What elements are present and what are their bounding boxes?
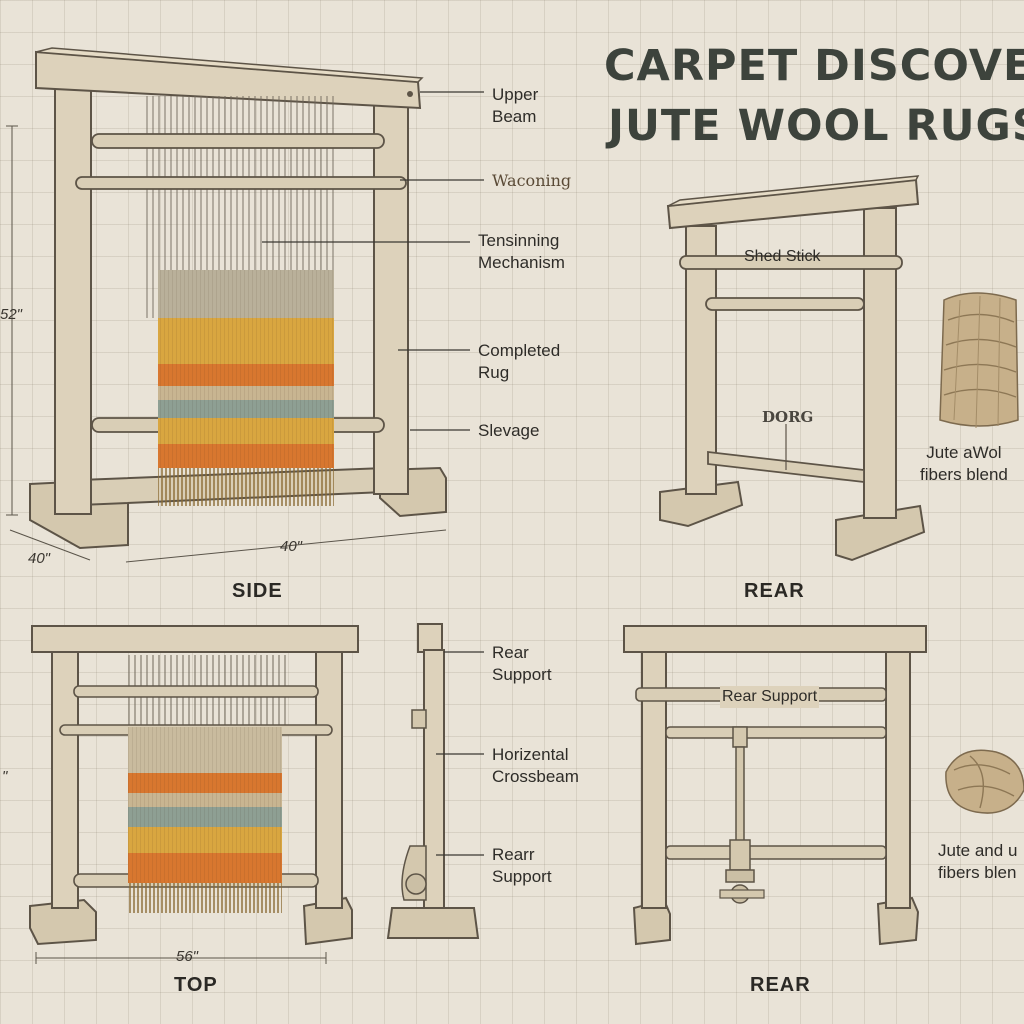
rear-view-top-loom [659, 175, 926, 562]
side-profile-leaders [436, 651, 484, 856]
callout-tension-line-1: Tensinning [478, 231, 560, 250]
dimension-width-side: 40" [280, 538, 303, 555]
callout-rear-support-1-line-1: Rear [492, 643, 529, 662]
rear-view-bottom-loom [623, 625, 927, 946]
dimension-height-top: " [2, 768, 8, 785]
callout-selvage: Slevage [478, 421, 540, 440]
callout-tensioning-mechanism: Tensinning Mechanism [478, 230, 565, 274]
view-label-rear-bottom: REAR [750, 974, 811, 996]
top-view-loom [29, 625, 359, 946]
callout-completed-line-2: Rug [478, 363, 510, 382]
callout-upper-beam-line-2: Beam [492, 107, 537, 126]
callout-rear-support-2-line-2: Support [492, 867, 552, 886]
callout-shed-stick: Shed Stick [744, 248, 821, 265]
view-label-top: TOP [174, 974, 218, 996]
callout-rear-support-2: Rearr Support [492, 844, 552, 888]
callout-jute-wool-bottom: Jute and u fibers blen [938, 840, 1017, 884]
side-view-dimensions [6, 125, 447, 563]
callout-warping: Waconing [492, 171, 572, 190]
callout-jute-wool-top: Jute aWol fibers blend [920, 442, 1008, 486]
callout-rear-support-2-line-1: Rearr [492, 845, 535, 864]
callout-completed-line-1: Completed [478, 341, 561, 360]
view-label-side: SIDE [232, 580, 283, 602]
jute-fiber-roll [939, 292, 1019, 429]
callout-jute-bottom-line-2: fibers blen [938, 863, 1017, 882]
callout-upper-beam-line-1: Upper [492, 85, 539, 104]
callout-jute-bottom-line-1: Jute and u [938, 841, 1018, 860]
side-view-rug [158, 270, 334, 506]
callout-crossbeam-line-1: Horizental [492, 745, 569, 764]
side-view-loom [29, 47, 447, 550]
callout-jute-top-line-1: Jute aWol [926, 443, 1002, 462]
page-title-line-2: JUTE WOOL RUGS [608, 101, 1024, 151]
top-view-dimensions [35, 952, 327, 964]
callout-upper-beam: Upper Beam [492, 84, 538, 128]
callout-rear-support-bar: Rear Support [720, 686, 820, 708]
dimension-width-top: 56" [176, 948, 199, 965]
callout-tension-line-2: Mechanism [478, 253, 565, 272]
side-profile-support [386, 623, 480, 939]
callout-crossbeam-line-2: Crossbeam [492, 767, 579, 786]
top-view-rug [128, 727, 282, 913]
callout-horizontal-crossbeam: Horizental Crossbeam [492, 744, 579, 788]
page-title-line-1: CARPET DISCOVER [604, 41, 1024, 91]
callout-rear-support-1-line-2: Support [492, 665, 552, 684]
callout-completed-rug: Completed Rug [478, 340, 560, 384]
callout-rear-support-1: Rear Support [492, 642, 552, 686]
side-view-leaders [262, 91, 484, 431]
callout-dorg: DORG [762, 408, 814, 426]
jute-fiber-knot [945, 749, 1024, 814]
dimension-depth-side: 40" [28, 550, 51, 567]
view-label-rear-top: REAR [744, 580, 805, 602]
dimension-height-side: 52" [0, 306, 23, 323]
callout-jute-top-line-2: fibers blend [920, 465, 1008, 484]
